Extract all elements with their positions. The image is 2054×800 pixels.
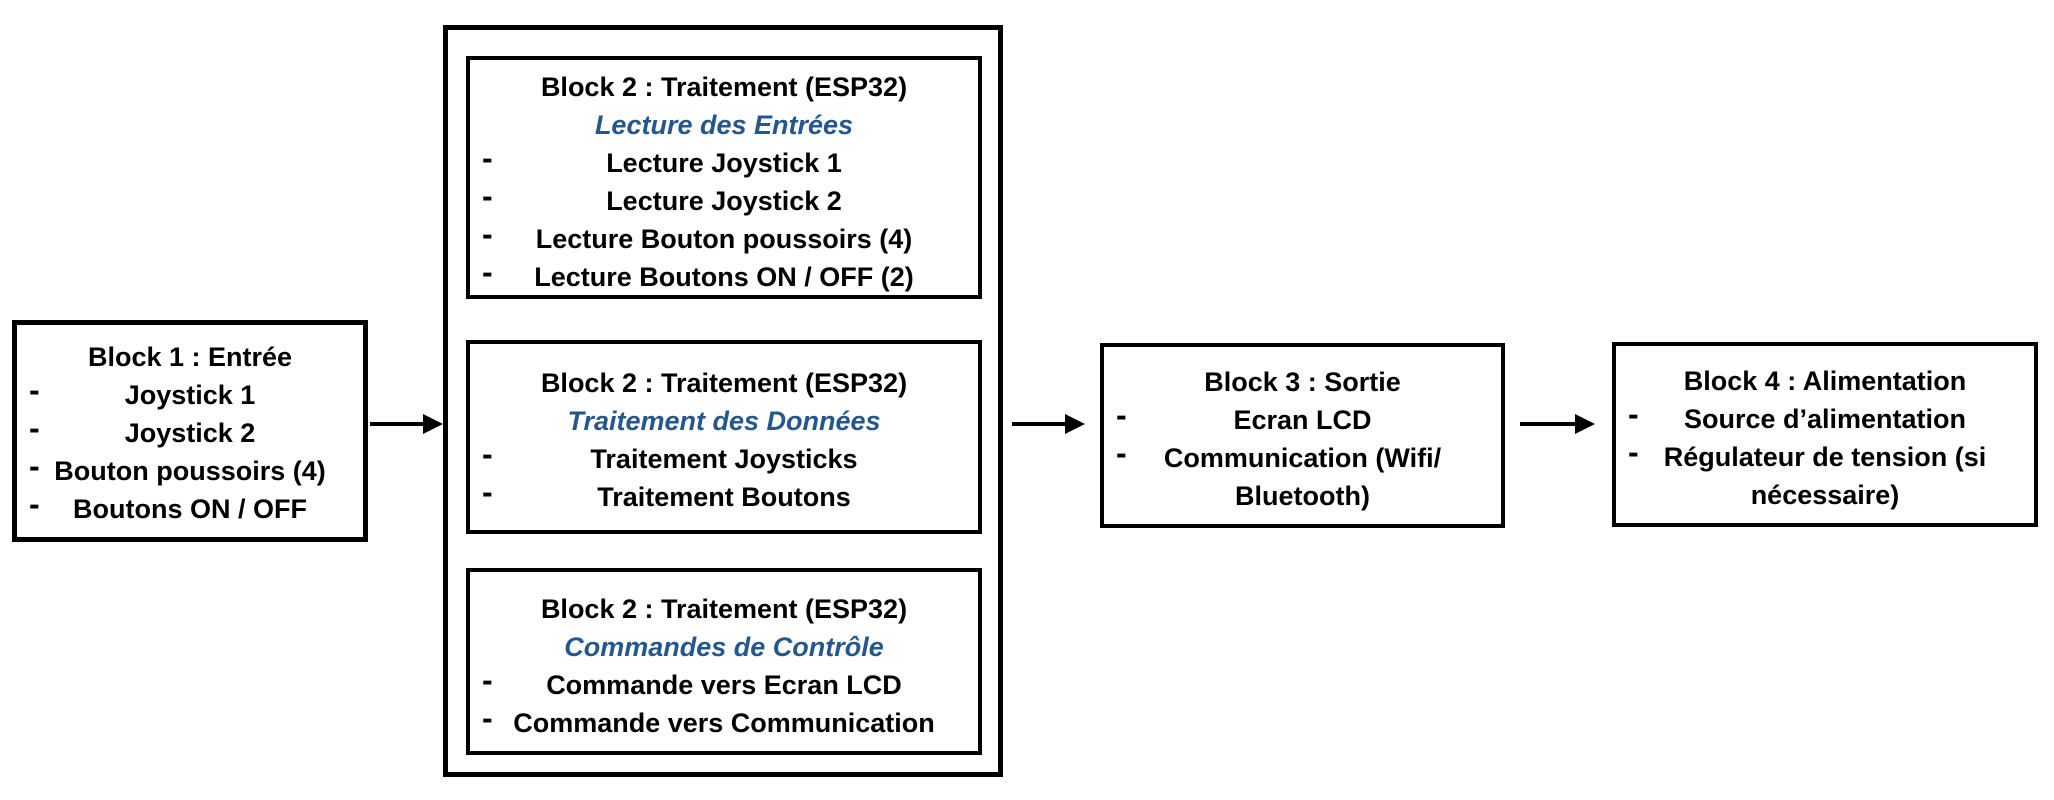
list-item-text: Commande vers Communication bbox=[513, 708, 935, 738]
list-item: - Joystick 2 bbox=[17, 410, 363, 452]
dash-bullet-icon: - bbox=[482, 178, 493, 214]
list-item: - Lecture Joystick 2 bbox=[470, 178, 978, 220]
block-title: Block 2 : Traitement (ESP32) bbox=[540, 594, 908, 624]
block-title: Block 1 : Entrée bbox=[87, 342, 293, 372]
block4-power-box: Block 4 : Alimentation - Source d’alimen… bbox=[1612, 342, 2038, 527]
block-title: Block 4 : Alimentation bbox=[1683, 366, 1967, 396]
dash-bullet-icon: - bbox=[482, 254, 493, 290]
list-item-text: Source d’alimentation bbox=[1683, 404, 1967, 434]
dash-bullet-icon: - bbox=[482, 140, 493, 176]
dash-bullet-icon: - bbox=[29, 486, 40, 522]
dash-bullet-icon: - bbox=[1116, 397, 1127, 433]
block2-sub-reading-box: Block 2 : Traitement (ESP32) Lecture des… bbox=[466, 56, 982, 299]
dash-bullet-icon: - bbox=[482, 662, 493, 698]
list-item-text: Ecran LCD bbox=[1233, 405, 1372, 435]
flow-arrow-icon bbox=[370, 414, 443, 434]
list-item: - Lecture Joystick 1 bbox=[470, 140, 978, 182]
list-item: - Régulateur de tension (si nécessaire) bbox=[1616, 434, 2034, 514]
list-item-text: Joystick 1 bbox=[124, 380, 256, 410]
dash-bullet-icon: - bbox=[29, 448, 40, 484]
dash-bullet-icon: - bbox=[1116, 435, 1127, 471]
block-subtitle: Traitement des Données bbox=[567, 406, 881, 436]
block-title: Block 2 : Traitement (ESP32) bbox=[540, 72, 908, 102]
block-subtitle: Lecture des Entrées bbox=[594, 110, 854, 140]
list-item: - Commande vers Communication bbox=[470, 700, 978, 742]
flow-arrow-icon bbox=[1012, 414, 1085, 434]
list-item: - Source d’alimentation bbox=[1616, 396, 2034, 438]
list-item-text: Lecture Bouton poussoirs (4) bbox=[535, 224, 913, 254]
block-title: Block 2 : Traitement (ESP32) bbox=[540, 368, 908, 398]
list-item-text: Lecture Joystick 2 bbox=[606, 186, 842, 216]
list-item-text: Boutons ON / OFF bbox=[73, 494, 307, 524]
list-item-text: Lecture Boutons ON / OFF (2) bbox=[534, 262, 914, 292]
dash-bullet-icon: - bbox=[482, 216, 493, 252]
dash-bullet-icon: - bbox=[29, 410, 40, 446]
dash-bullet-icon: - bbox=[1628, 396, 1639, 432]
block3-output-box: Block 3 : Sortie - Ecran LCD - Communica… bbox=[1100, 343, 1505, 528]
dash-bullet-icon: - bbox=[29, 372, 40, 408]
list-item-text: Traitement Joysticks bbox=[590, 444, 858, 474]
list-item-text: Bouton poussoirs (4) bbox=[54, 456, 326, 486]
list-item: - Communication (Wifi/ Bluetooth) bbox=[1104, 435, 1501, 515]
list-item: - Joystick 1 bbox=[17, 372, 363, 414]
block2-sub-data-processing-box: Block 2 : Traitement (ESP32) Traitement … bbox=[466, 340, 982, 534]
list-item: - Lecture Boutons ON / OFF (2) bbox=[470, 254, 978, 296]
dash-bullet-icon: - bbox=[482, 474, 493, 510]
flow-arrow-icon bbox=[1520, 414, 1595, 434]
list-item: - Bouton poussoirs (4) bbox=[17, 448, 363, 490]
block1-input-box: Block 1 : Entrée - Joystick 1 - Joystick… bbox=[12, 320, 368, 542]
block-subtitle: Commandes de Contrôle bbox=[564, 632, 884, 662]
list-item-text: Régulateur de tension (si nécessaire) bbox=[1663, 442, 1987, 510]
list-item-text: Joystick 2 bbox=[124, 418, 256, 448]
block2-processing-container: Block 2 : Traitement (ESP32) Lecture des… bbox=[443, 25, 1003, 777]
block2-sub-control-commands-box: Block 2 : Traitement (ESP32) Commandes d… bbox=[466, 568, 982, 755]
list-item-text: Commande vers Ecran LCD bbox=[546, 670, 902, 700]
list-item-text: Communication (Wifi/ Bluetooth) bbox=[1163, 443, 1442, 511]
list-item: - Ecran LCD bbox=[1104, 397, 1501, 439]
list-item: - Traitement Boutons bbox=[470, 474, 978, 516]
list-item-text: Lecture Joystick 1 bbox=[606, 148, 842, 178]
list-item-text: Traitement Boutons bbox=[597, 482, 851, 512]
dash-bullet-icon: - bbox=[482, 436, 493, 472]
list-item: - Commande vers Ecran LCD bbox=[470, 662, 978, 704]
dash-bullet-icon: - bbox=[1628, 434, 1639, 470]
list-item: - Traitement Joysticks bbox=[470, 436, 978, 478]
list-item: - Boutons ON / OFF bbox=[17, 486, 363, 528]
dash-bullet-icon: - bbox=[482, 700, 493, 736]
block-title: Block 3 : Sortie bbox=[1204, 367, 1401, 397]
list-item: - Lecture Bouton poussoirs (4) bbox=[470, 216, 978, 258]
